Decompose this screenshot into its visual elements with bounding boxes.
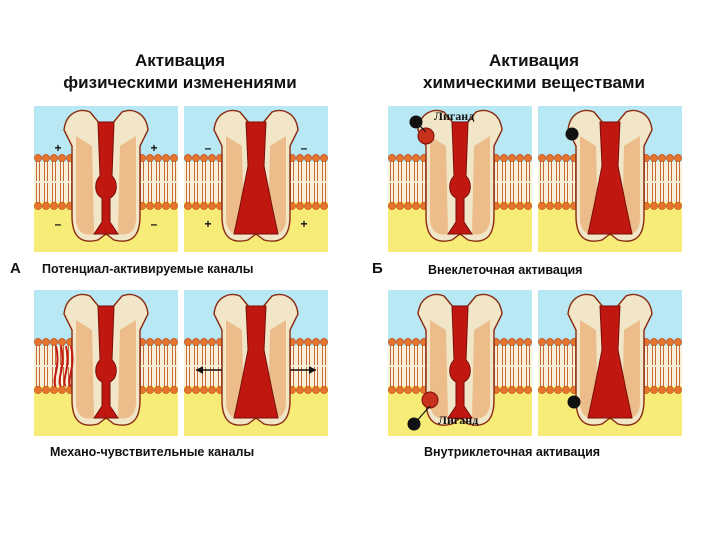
panel-mechano-open-graphic	[184, 290, 328, 436]
svg-text:–: –	[55, 217, 62, 231]
membrane-charges: + + – –	[54, 141, 157, 231]
channel-protein	[417, 293, 503, 426]
panel-mechano-closed-graphic	[34, 290, 178, 436]
panel-mechano-closed	[34, 290, 178, 436]
ligand-molecule: Лиганд	[407, 391, 478, 431]
caption-extracellular: Внеклеточная активация	[428, 263, 583, 277]
left-heading: Активация физическими изменениями	[20, 50, 340, 94]
caption-mechanosensitive: Механо-чувствительные каналы	[50, 445, 255, 459]
panel-voltage-open-graphic: – – + +	[184, 106, 328, 252]
channel-protein	[213, 109, 299, 242]
caption-voltage-gated: Потенциал-активируемые каналы	[42, 262, 254, 276]
svg-text:+: +	[54, 141, 61, 155]
panel-voltage-open: – – + +	[184, 106, 328, 252]
right-heading-line1: Активация	[488, 51, 580, 70]
panel-extracellular-closed: Лиганд	[388, 106, 532, 252]
svg-text:–: –	[301, 141, 308, 155]
svg-text:+: +	[300, 217, 307, 231]
label-a: А	[10, 260, 21, 277]
tension-lines	[53, 345, 74, 387]
channel-protein	[213, 293, 299, 426]
panel-extracellular-open	[538, 106, 682, 252]
channel-protein	[417, 109, 503, 242]
right-heading-line2: химическими веществами	[423, 73, 645, 92]
ligand-molecule	[567, 395, 581, 409]
left-heading-line2: физическими изменениями	[63, 73, 297, 92]
panel-voltage-closed: + + – –	[34, 106, 178, 252]
panel-extracellular-open-graphic	[538, 106, 682, 252]
ligand-label: Лиганд	[438, 413, 478, 427]
panel-intracellular-closed: Лиганд	[388, 290, 532, 436]
label-b: Б	[372, 260, 383, 277]
svg-text:–: –	[151, 217, 158, 231]
panel-intracellular-open-graphic	[538, 290, 682, 436]
ligand-label: Лиганд	[434, 109, 474, 123]
ligand-molecule: Лиганд	[409, 109, 474, 145]
panel-extracellular-closed-graphic: Лиганд	[388, 106, 532, 252]
channel-protein	[63, 293, 149, 426]
ligand-molecule	[565, 127, 579, 141]
svg-text:–: –	[205, 141, 212, 155]
panel-intracellular-closed-graphic: Лиганд	[388, 290, 532, 436]
svg-text:+: +	[150, 141, 157, 155]
panel-intracellular-open	[538, 290, 682, 436]
right-heading: Активация химическими веществами	[368, 50, 700, 94]
left-heading-line1: Активация	[134, 51, 226, 70]
caption-intracellular: Внутриклеточная активация	[424, 445, 601, 459]
svg-text:+: +	[204, 217, 211, 231]
stretch-arrows	[196, 366, 316, 374]
channel-protein	[567, 293, 653, 426]
channel-protein	[63, 109, 149, 242]
panel-voltage-closed-graphic: + + – –	[34, 106, 178, 252]
membrane-charges: – – + +	[204, 141, 307, 231]
panel-mechano-open	[184, 290, 328, 436]
channel-protein	[567, 109, 653, 242]
